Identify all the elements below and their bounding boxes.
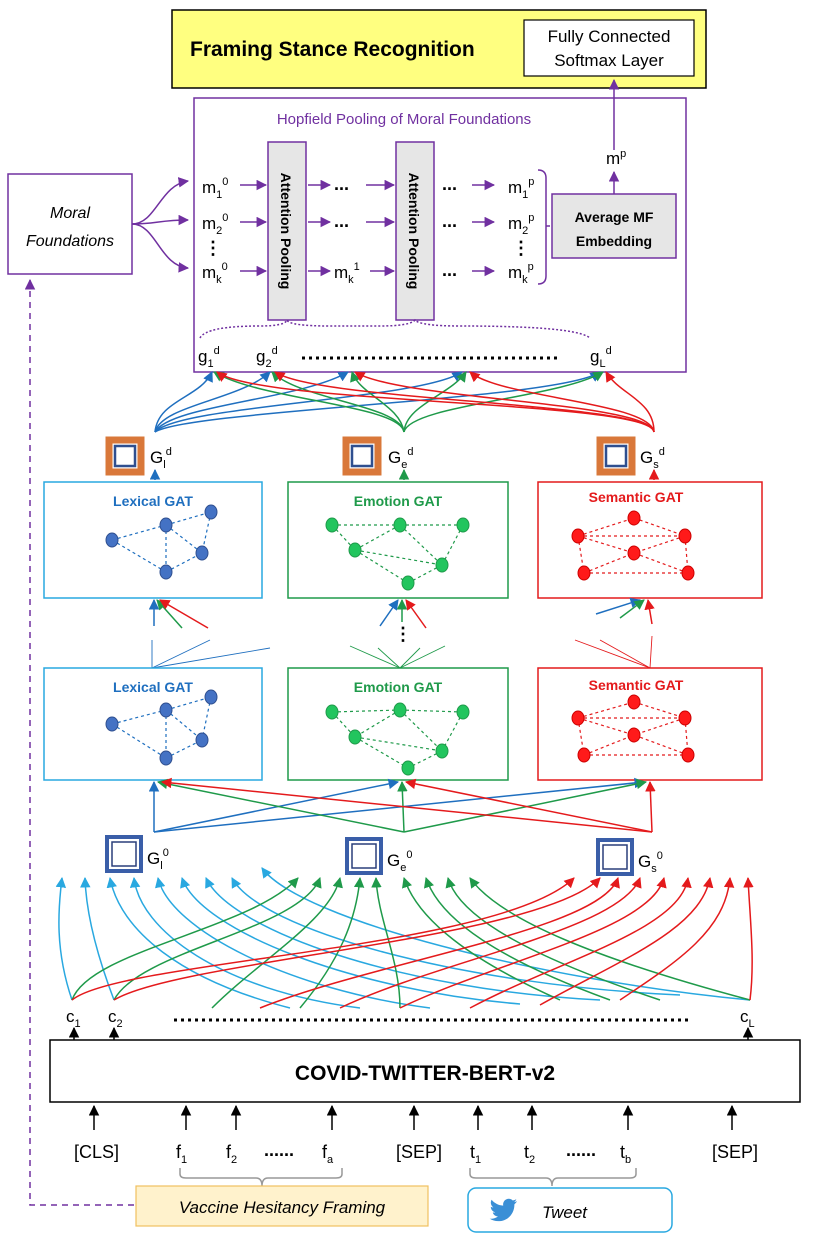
attention-pooling-1-label: Attention Pooling [278,173,294,290]
m1-0-label: m10 [202,176,228,201]
outputs-vdots: ⋮ [512,238,530,258]
token-sep1: [SEP] [396,1142,442,1162]
bert-title: COVID-TWITTER-BERT-v2 [295,1062,555,1085]
hopfield-title: Hopfield Pooling of Moral Foundations [277,111,531,128]
bert-section: c1 c2 cL COVID-TWITTER-BERT-v2 [49,1007,801,1103]
gat-top-row: Lexical GAT Emotion GAT S [43,481,763,599]
token-tb: tb [620,1142,631,1166]
moral-arrow-3 [131,223,190,273]
moral-arrow-1 [131,177,190,225]
token-cls: [CLS] [74,1142,119,1162]
attention-brace [199,317,591,339]
gat-top-lexical-title: Lexical GAT [113,493,193,509]
g1-d-label: g1d [198,345,220,370]
gat-top-semantic-title: Semantic GAT [589,489,684,505]
moral-line1: Moral [50,205,90,222]
graph-d-lexical-label: Gld [150,446,172,471]
row2-ellipsis: ... [334,211,349,231]
framing-stance-box: Framing Stance Recognition Fully Connect… [171,9,707,89]
framing-brace [179,1168,343,1187]
average-mf-line1: Average MF [575,209,654,225]
token-t1: t1 [470,1142,481,1166]
mk-0-label: mk0 [202,261,228,286]
graph-d-emotion-label: Ged [388,446,413,471]
m2-0-label: m20 [202,212,228,237]
gL-d-label: gLd [590,345,612,370]
gat-bottom-emotion-title: Emotion GAT [354,679,443,695]
g0-to-gat-arrows [148,777,656,833]
cL-label: cL [740,1007,755,1030]
gat-bottom-emotion [287,667,509,781]
graph-0-lexical-label: Gl0 [147,847,169,872]
twitter-bird-icon [489,1198,518,1222]
hopfield-pooling-box: Hopfield Pooling of Moral Foundations At… [193,78,687,373]
fc-line2: Softmax Layer [554,51,664,70]
gat-top-emotion [287,481,509,599]
moral-line2: Foundations [26,233,114,250]
fc-line1: Fully Connected [548,27,671,46]
m2-p-label: m2p [508,212,534,237]
moral-foundations-box: Moral Foundations [7,173,190,275]
fc-softmax-box [523,19,695,77]
layers-vdots: ⋮ [394,624,412,644]
framing-stance-title: Framing Stance Recognition [190,38,475,61]
token-f1: f1 [176,1142,187,1166]
gat-top-lexical [43,481,263,599]
framing-input: Vaccine Hesitancy Framing [135,1185,429,1227]
gat-top-emotion-title: Emotion GAT [354,493,443,509]
output-bracket [537,169,547,285]
c1-label: c1 [66,1007,81,1030]
graph-d-row: Gld Ged Gsd [105,436,665,480]
tweet-input: Tweet [467,1187,673,1233]
token-sep2: [SEP] [712,1142,758,1162]
mk-1-label: mk1 [334,261,360,286]
row1-ellipsis: ... [334,174,349,194]
mk-p-label: mkp [508,261,534,286]
tweet-label: Tweet [542,1203,588,1222]
row3-ellipsis-2: ... [442,260,457,280]
token-row: [CLS] f1 f2 ...... fa [SEP] t1 t2 ......… [74,1104,758,1187]
gat-bottom-row: Lexical GAT Emotion GAT S [43,667,763,781]
row2-ellipsis-2: ... [442,211,457,231]
m1-p-label: m1p [508,176,534,201]
framing-label: Vaccine Hesitancy Framing [179,1198,386,1217]
gd-to-g-fan [154,371,655,433]
c2-label: c2 [108,1007,123,1030]
token-dots-t: ...... [566,1140,596,1160]
framing-to-moral-dashed [24,278,134,1206]
gat-bottom-lexical [43,667,263,781]
graph-0-semantic-label: Gs0 [638,850,663,875]
graph-d-semantic-label: Gsd [640,446,665,471]
mp-label: mp [606,148,626,168]
tweet-brace [469,1168,637,1187]
bert-box [49,1039,801,1103]
graph-0-row: Gl0 Ge0 Gs0 [105,835,663,876]
gat-bottom-semantic-title: Semantic GAT [589,677,684,693]
token-fa: fa [322,1142,334,1166]
g2-d-label: g2d [256,345,278,370]
moral-arrow-2 [131,214,190,226]
inter-layer-lines-lower [151,635,653,669]
average-mf-line2: Embedding [576,233,652,249]
token-dots-f: ...... [264,1140,294,1160]
gat-bottom-lexical-title: Lexical GAT [113,679,193,695]
token-to-graph-curves [55,867,754,1009]
attention-pooling-2-label: Attention Pooling [406,173,422,290]
attention-pooling-1 [267,141,307,321]
token-f2: f2 [226,1142,237,1166]
average-mf-box [551,193,677,259]
token-t2: t2 [524,1142,535,1166]
graph-0-emotion-label: Ge0 [387,849,412,874]
inter-layer-arrows-upper [148,597,655,629]
row1-ellipsis-2: ... [442,174,457,194]
inputs-vdots: ⋮ [204,238,222,258]
